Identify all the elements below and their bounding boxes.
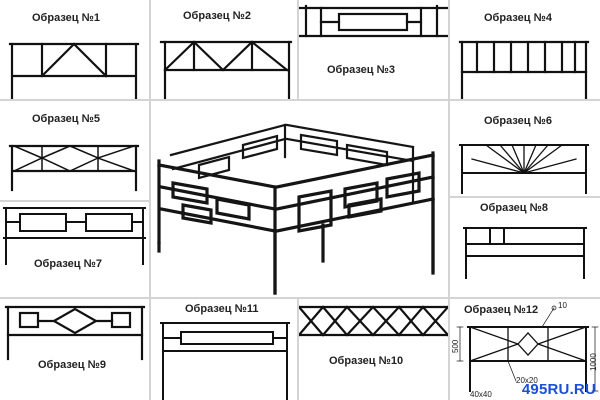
sample-6-fence-drawing [459, 144, 589, 194]
sample-6-label: Образец №6 [484, 115, 552, 127]
sample-2: Образец №2 [151, 0, 297, 99]
sample-7-fence-drawing [3, 207, 146, 265]
sample-12-post-dimension: 10 [558, 301, 567, 310]
sample-5-fence-drawing [8, 144, 140, 192]
sample-5: Образец №5 [0, 101, 149, 200]
sample-8-fence-drawing [463, 227, 587, 279]
sample-5-label: Образец №5 [32, 113, 100, 125]
center-3d-fence-drawing [157, 123, 435, 295]
sample-3: Образец №3 [299, 0, 448, 99]
site-watermark: 495RU.RU [521, 381, 596, 398]
divider-v1 [149, 0, 151, 400]
sample-8-label: Образец №8 [480, 202, 548, 214]
sample-1-fence-drawing [8, 42, 140, 99]
sample-12-profile-a-dimension: 20x20 [516, 376, 538, 385]
sample-10: Образец №10 [299, 299, 448, 400]
sample-12-height-small-dimension: 500 [451, 339, 460, 353]
sample-4-fence-drawing [458, 40, 590, 99]
divider-h1 [0, 99, 600, 101]
divider-h3 [449, 196, 600, 198]
center-3d-fence [151, 101, 448, 297]
sample-2-fence-drawing [159, 40, 293, 99]
sample-12: Образец №12 [450, 299, 600, 400]
sample-3-label: Образец №3 [327, 64, 395, 76]
sample-11: Образец №11 [151, 299, 297, 400]
sample-12-profile-b-dimension: 40x40 [470, 390, 492, 399]
sample-7-label: Образец №7 [34, 258, 102, 270]
sample-4-label: Образец №4 [484, 12, 552, 24]
sample-10-fence-drawing [299, 305, 448, 337]
sample-1-label: Образец №1 [32, 12, 100, 24]
divider-v2 [448, 0, 450, 400]
sample-1: Образец №1 [0, 0, 149, 99]
sample-2-label: Образец №2 [183, 10, 251, 22]
sample-4: Образец №4 [450, 0, 600, 99]
sample-12-label: Образец №12 [464, 304, 539, 316]
sample-10-label: Образец №10 [329, 355, 404, 367]
sample-11-label: Образец №11 [185, 303, 259, 315]
sample-12-height-large-dimension: 1000 [589, 353, 598, 371]
sample-6: Образец №6 [450, 101, 600, 196]
sample-9-label: Образец №9 [38, 359, 106, 371]
divider-v4 [297, 298, 299, 400]
sample-11-fence-drawing [160, 322, 290, 400]
sample-9: Образец №9 [0, 299, 149, 400]
divider-h2 [0, 200, 150, 202]
sample-12-fence-drawing [456, 305, 599, 392]
sample-7: Образец №7 [0, 202, 149, 297]
sample-9-fence-drawing [4, 305, 146, 361]
divider-v3 [297, 0, 299, 100]
sample-3-fence-drawing [299, 4, 448, 38]
divider-h4 [0, 297, 600, 299]
sample-8: Образец №8 [450, 198, 600, 297]
